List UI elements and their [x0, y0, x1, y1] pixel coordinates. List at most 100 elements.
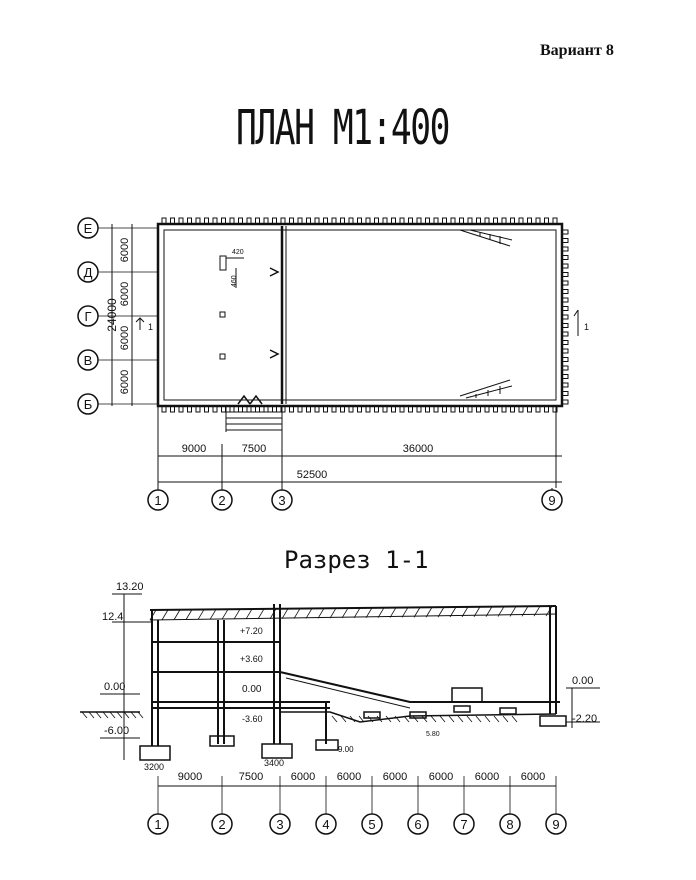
section-level-right: -2.20	[572, 713, 597, 725]
section-col-spacing: 7500	[239, 771, 263, 783]
plan-stairs-bottom	[459, 379, 513, 399]
section-col-axis-3-label: 3	[276, 817, 283, 832]
plan-row-axes: Е Д Г В Б	[77, 217, 158, 415]
plan-row-axis-1: Е	[77, 217, 99, 239]
section-level-inner: 0.00	[242, 684, 262, 695]
section-level-left: 0.00	[104, 681, 125, 693]
plan-col-axis-3: 3	[271, 489, 293, 511]
section-col-axis-8: 8	[499, 813, 521, 835]
plan-col-axis-9: 9	[541, 489, 563, 511]
plan-cut-mark-left	[135, 317, 145, 330]
section-col-axis-7-label: 7	[460, 817, 467, 832]
plan-row-axis-2: Д	[77, 261, 99, 283]
plan-door-mark	[269, 349, 280, 359]
section-level-inner: -3.60	[242, 714, 263, 724]
plan-col-axis-1-label: 1	[154, 493, 161, 508]
section-footing-dim: 3200	[144, 762, 164, 772]
section-footing-dim: 9.00	[338, 745, 354, 754]
section-footing-dim: 5.80	[426, 731, 440, 738]
section-col-spacing: 6000	[337, 771, 361, 783]
variant-label: Вариант 8	[540, 42, 614, 59]
section-level-inner: +3.60	[240, 654, 263, 664]
section-col-axis-9: 9	[545, 813, 567, 835]
plan-row-axis-3-label: Г	[84, 309, 91, 324]
section-col-spacing: 6000	[475, 771, 499, 783]
plan-row-spacing: 6000	[119, 326, 131, 350]
plan-total-length: 52500	[297, 469, 328, 481]
plan-row-axis-5: Б	[77, 393, 99, 415]
section-col-spacing: 6000	[291, 771, 315, 783]
section-title: Разрез 1-1	[284, 546, 429, 574]
section-footings	[139, 705, 567, 761]
plan-col-spacing: 7500	[242, 443, 266, 455]
section-col-axis-5-label: 5	[368, 817, 375, 832]
plan-row-axis-1-label: Е	[84, 221, 93, 236]
plan-cut-mark-right	[573, 309, 579, 336]
plan-col-axis-2-label: 2	[218, 493, 225, 508]
section-col-axis-9-label: 9	[552, 817, 559, 832]
section-level-inner: +7.20	[240, 626, 263, 636]
section-level-right: 0.00	[572, 675, 593, 687]
plan-small-dim: 460	[231, 275, 238, 287]
section-stage-box	[451, 687, 483, 703]
section-col-spacing: 9000	[178, 771, 202, 783]
plan-cut-mark-label: 1	[148, 322, 153, 332]
section-level-left: 12.4	[102, 611, 123, 623]
plan-row-spacing: 6000	[119, 282, 131, 306]
plan-row-spacing: 6000	[119, 370, 131, 394]
plan-entrance-stairs	[225, 406, 283, 432]
plan-outer-wall	[156, 222, 564, 408]
plan-row-spacing: 6000	[119, 238, 131, 262]
plan-row-axis-2-label: Д	[84, 265, 93, 280]
plan-col-axis-9-label: 9	[548, 493, 555, 508]
section-truss-web	[149, 605, 553, 621]
section-col-axis-3: 3	[269, 813, 291, 835]
plan-small-dim: 420	[232, 249, 244, 256]
plan-cut-mark-label: 1	[584, 322, 589, 332]
section-col-spacing: 6000	[521, 771, 545, 783]
section-col-axis-7: 7	[453, 813, 475, 835]
plan-column	[219, 353, 226, 360]
plan-column-detail	[219, 255, 227, 271]
section-level-left: -6.00	[104, 725, 129, 737]
section-col-axis-2-label: 2	[218, 817, 225, 832]
plan-row-axis-3: Г	[77, 305, 99, 327]
section-dims: 9000 7500 6000 6000 6000 6000 6000 6000	[178, 771, 545, 783]
plan-col-axis-2: 2	[211, 489, 233, 511]
plan-wall-teeth-right	[561, 229, 569, 405]
section-level-left: 13.20	[116, 581, 144, 593]
plan-left-dims: 6000 6000 6000 6000	[119, 238, 131, 394]
plan-door-mark	[237, 394, 263, 405]
section-col-axis-5: 5	[361, 813, 383, 835]
plan-col-axes: 1 2 3 9	[147, 488, 563, 511]
section-footing-dim: 3400	[264, 758, 284, 768]
section-ground-hatch	[81, 711, 518, 723]
section-drawing	[80, 593, 600, 761]
plan-title: ПЛАН М1:400	[236, 100, 450, 156]
section-col-axis-6: 6	[407, 813, 429, 835]
plan-row-axis-4: В	[77, 349, 99, 371]
section-columns	[151, 604, 557, 746]
plan-stairs-top	[459, 229, 513, 247]
section-tribune	[279, 671, 560, 703]
section-col-axis-1-label: 1	[154, 817, 161, 832]
section-col-spacing: 6000	[383, 771, 407, 783]
section-col-spacing: 6000	[429, 771, 453, 783]
plan-col-spacing: 9000	[182, 443, 206, 455]
plan-door-mark	[269, 267, 280, 277]
section-col-axes: 1 2 3 4 5 6 7 8 9	[147, 776, 567, 835]
section-col-axis-1: 1	[147, 813, 169, 835]
section-floors	[152, 641, 330, 709]
plan-col-spacing: 36000	[403, 443, 434, 455]
plan-total-width: 24000	[105, 298, 119, 332]
section-col-axis-4-label: 4	[322, 817, 329, 832]
plan-drawing	[111, 217, 579, 432]
section-col-axis-2: 2	[211, 813, 233, 835]
plan-row-axis-4-label: В	[84, 353, 93, 368]
plan-wall-teeth-top	[161, 217, 558, 225]
section-col-axis-6-label: 6	[414, 817, 421, 832]
section-col-axis-8-label: 8	[506, 817, 513, 832]
plan-col-axis-1: 1	[147, 489, 169, 511]
plan-inner-wall	[163, 229, 557, 401]
